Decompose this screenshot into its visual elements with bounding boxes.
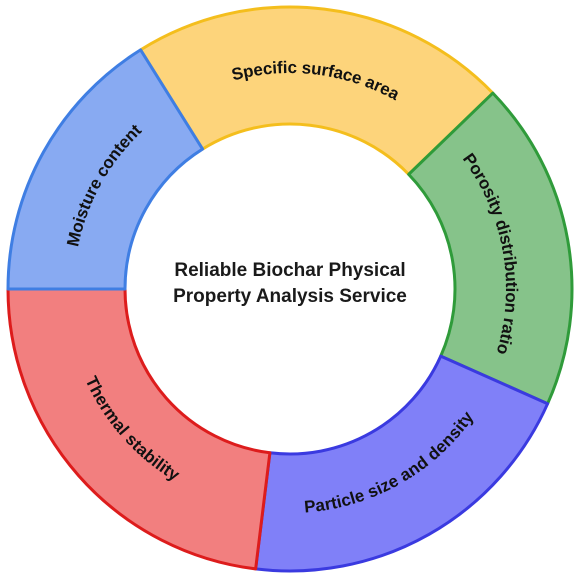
segment-porosity-distribution-ratio: [407, 91, 574, 406]
segment-thermal-stability: [6, 287, 272, 571]
center-title-line-1: Reliable Biochar Physical: [174, 260, 406, 281]
segment-moisture-content: [6, 48, 205, 291]
center-title-line-2: Property Analysis Service: [173, 286, 407, 307]
segment-specific-surface-area: [139, 5, 495, 176]
center-title: Reliable Biochar Physical Property Analy…: [140, 258, 440, 310]
segment-particle-size-and-density: [254, 354, 550, 573]
